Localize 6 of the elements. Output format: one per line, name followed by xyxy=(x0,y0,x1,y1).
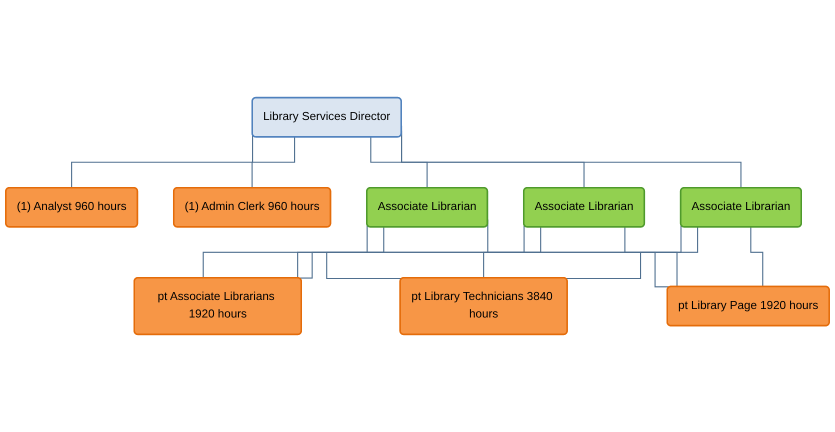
connector xyxy=(370,137,428,189)
connector xyxy=(326,227,402,280)
connector xyxy=(750,227,764,288)
connector xyxy=(566,227,698,280)
connector xyxy=(252,137,296,189)
connector xyxy=(483,227,542,279)
